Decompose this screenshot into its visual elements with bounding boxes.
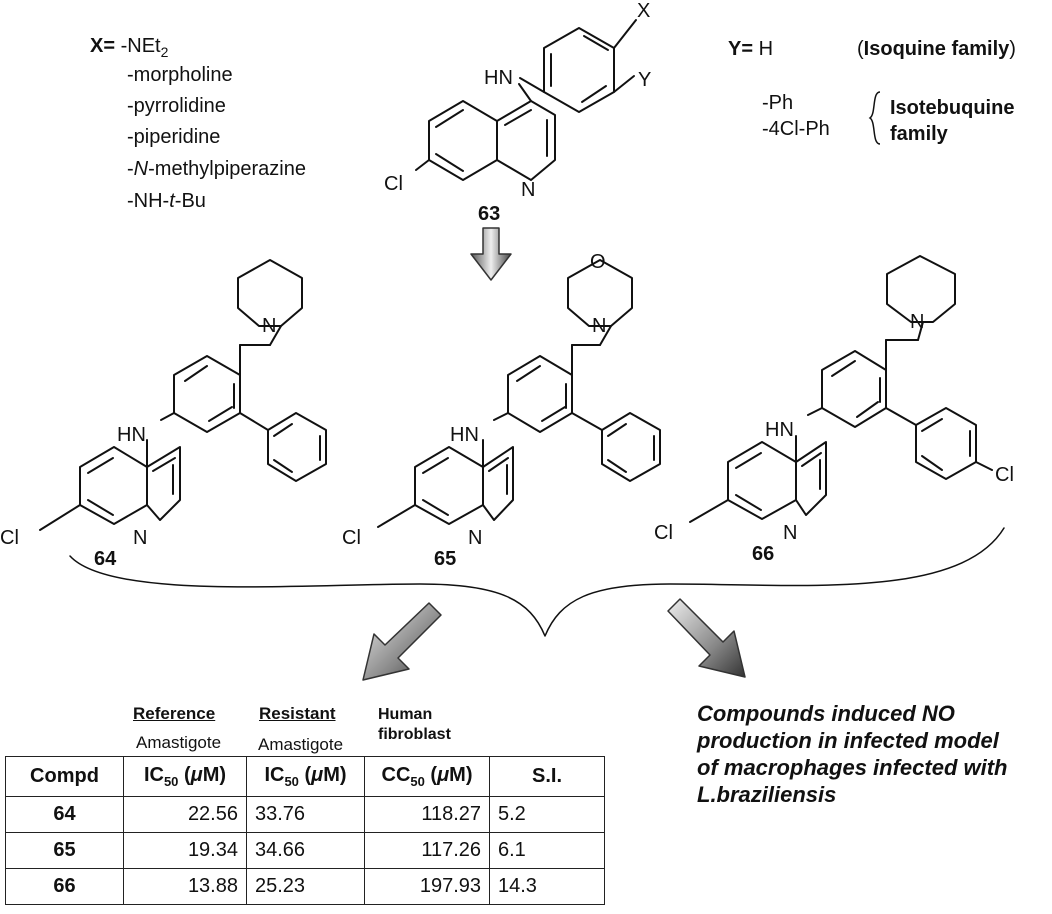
header-cc50: CC50 (μM) — [364, 756, 490, 797]
atom-cl-63: Cl — [384, 173, 403, 195]
atom-hn-66: HN — [765, 419, 794, 441]
atom-n-63: N — [521, 179, 535, 201]
col-group-resistant: Resistant — [259, 704, 336, 723]
header-ic50-resistant: IC50 (μM) — [246, 756, 365, 797]
col-group-resistant-sub: Amastigote — [258, 735, 344, 754]
header-compd: Compd — [5, 756, 124, 797]
x-item-piperidine: -piperidine — [127, 126, 221, 148]
atom-o-65: O — [590, 251, 606, 273]
y-item-4clph: -4Cl-Ph — [762, 118, 830, 140]
cell-ic50-reference: 19.34 — [123, 832, 247, 869]
compound-64-structure — [39, 259, 327, 531]
table-header-row: Compd IC50 (μM) IC50 (μM) CC50 (μM) S.I. — [5, 756, 605, 797]
cell-cc50: 197.93 — [364, 868, 490, 905]
family-brace-icon — [868, 91, 881, 145]
atom-y: Y — [638, 69, 651, 91]
atom-hn-65: HN — [450, 424, 479, 446]
atom-hn-63: HN — [484, 67, 513, 89]
x-item-net2: -NEt2 — [120, 35, 169, 60]
cell-compd: 64 — [5, 796, 124, 833]
compound-number-63: 63 — [478, 203, 500, 225]
note-line: of macrophages infected with — [697, 755, 1008, 780]
isoquine-family: (Isoquine family) — [857, 38, 1016, 60]
compound-66-structure — [689, 255, 993, 523]
y-value: H — [758, 38, 774, 60]
no-production-note: Compounds induced NO production in infec… — [697, 700, 1008, 808]
cell-si: 14.3 — [489, 868, 605, 905]
aryl-ring — [543, 27, 615, 113]
x-item-pyrrolidine: -pyrrolidine — [127, 95, 226, 117]
arrow-down-icon — [470, 227, 512, 281]
table-row: 65 19.34 34.66 117.26 6.1 — [5, 832, 605, 869]
note-line: production in infected model — [697, 728, 999, 753]
atom-cl-66-phenyl: Cl — [995, 464, 1014, 486]
atom-cl-66: Cl — [654, 522, 673, 544]
isotebuquine-family-line2: family — [890, 123, 948, 145]
x-item-nh-tbu: -NH-t-Bu — [127, 190, 206, 212]
note-line: L.braziliensis — [697, 782, 837, 807]
atom-x: X — [637, 0, 650, 22]
atom-cl-64: Cl — [0, 527, 19, 549]
cell-cc50: 117.26 — [364, 832, 490, 869]
col-group-fibroblast: fibroblast — [378, 726, 451, 743]
col-group-reference-sub: Amastigote — [136, 733, 222, 752]
x-label: X= — [90, 35, 116, 57]
x-substituent-list: X= -NEt2 — [90, 35, 168, 63]
cell-ic50-resistant: 34.66 — [246, 832, 365, 869]
table-row: 66 13.88 25.23 197.93 14.3 — [5, 868, 605, 905]
arrow-down-right-icon — [667, 598, 746, 678]
x-item-methylpiperazine: -N-methylpiperazine — [127, 158, 306, 180]
atom-n-65: N — [468, 527, 482, 549]
chemical-structures: X Y HN Cl N 63 — [0, 0, 1014, 681]
cell-cc50: 118.27 — [364, 796, 490, 833]
grouping-brace — [69, 527, 1005, 637]
cell-compd: 66 — [5, 868, 124, 905]
cell-ic50-reference: 22.56 — [123, 796, 247, 833]
header-ic50-reference: IC50 (μM) — [123, 756, 247, 797]
y-item-ph: -Ph — [762, 92, 794, 114]
note-line: Compounds induced NO — [697, 701, 955, 726]
compound-65-structure — [377, 259, 661, 528]
atom-cl-65: Cl — [342, 527, 361, 549]
compound-63-structure — [415, 19, 637, 181]
arrow-down-left-icon — [362, 602, 442, 681]
activity-table: Compd IC50 (μM) IC50 (μM) CC50 (μM) S.I.… — [5, 756, 605, 905]
atom-hn-64: HN — [117, 424, 146, 446]
cell-si: 6.1 — [489, 832, 605, 869]
cell-ic50-resistant: 33.76 — [246, 796, 365, 833]
col-group-reference: Reference — [133, 704, 216, 723]
compound-number-64: 64 — [94, 548, 117, 570]
isotebuquine-family-line1: Isotebuquine — [890, 97, 1015, 119]
cell-ic50-resistant: 25.23 — [246, 868, 365, 905]
compound-number-65: 65 — [434, 548, 456, 570]
atom-n-66: N — [783, 522, 797, 544]
cell-si: 5.2 — [489, 796, 605, 833]
cell-compd: 65 — [5, 832, 124, 869]
atom-n-65-morpholine: N — [592, 315, 606, 337]
table-row: 64 22.56 33.76 118.27 5.2 — [5, 796, 605, 833]
atom-n-66-piperidine: N — [910, 311, 924, 333]
atom-n-64-piperidine: N — [262, 315, 276, 337]
y-label: Y= — [728, 38, 754, 60]
cell-ic50-reference: 13.88 — [123, 868, 247, 905]
x-item-morpholine: -morpholine — [127, 64, 233, 86]
col-group-human: Human — [378, 706, 433, 723]
atom-n-64: N — [133, 527, 147, 549]
compound-number-66: 66 — [752, 543, 774, 565]
header-si: S.I. — [489, 756, 605, 797]
y-substituent: Y= H — [728, 38, 773, 60]
